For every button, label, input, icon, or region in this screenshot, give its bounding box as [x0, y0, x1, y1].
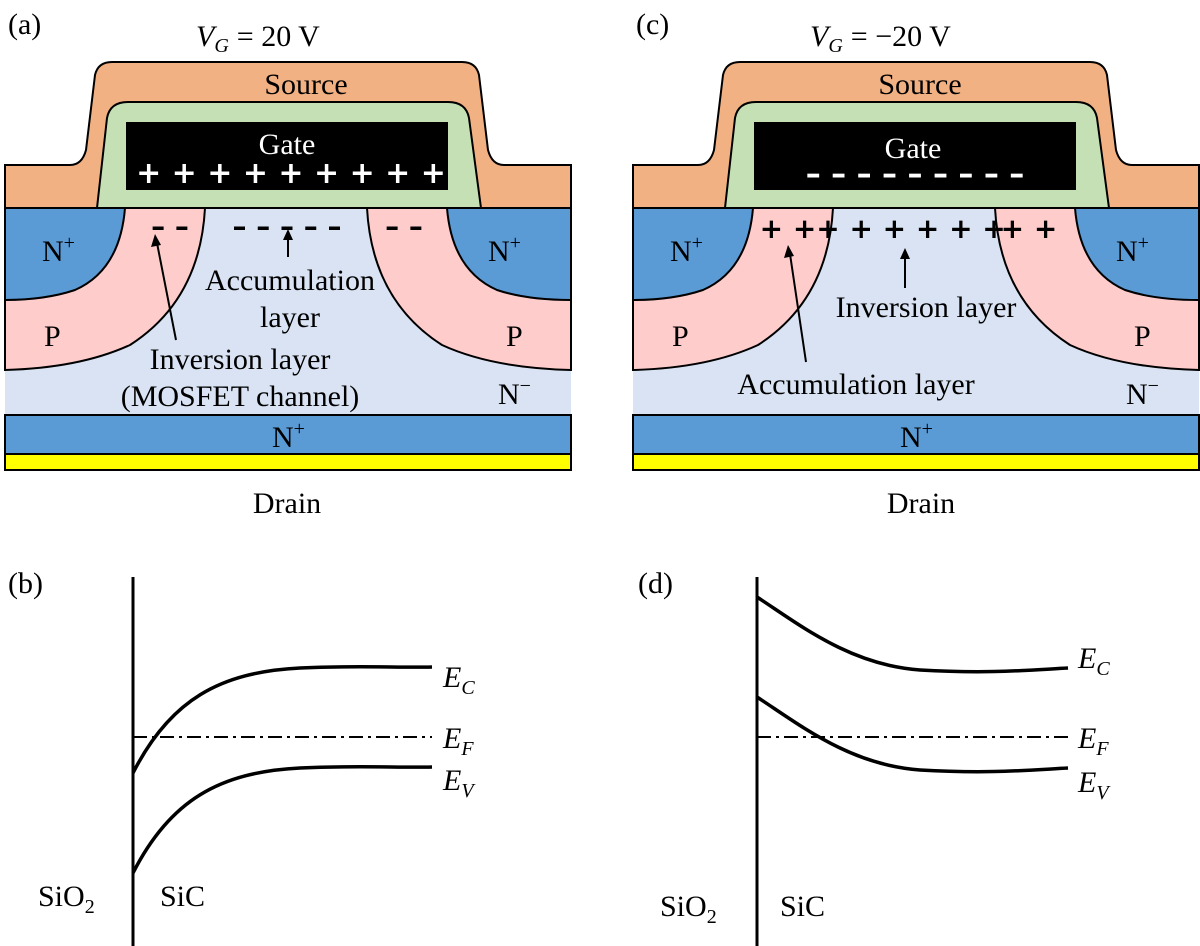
panel-b-conduction-band — [131, 664, 433, 774]
panel-c-gate-charge: – – – – – – – – – — [806, 157, 1025, 192]
panel-a-substrate — [4, 414, 572, 455]
panel-a-source-label: Source — [264, 68, 347, 101]
panel-d-conduction-band — [756, 595, 1069, 674]
panel-a-charge-right: – – — [385, 210, 423, 243]
panel-a-gate-charge: + + + + + + + + + — [136, 156, 446, 191]
panel-a-drain-metal — [4, 453, 572, 471]
panel-c-charge-right: + + — [1001, 212, 1058, 245]
panel-c-gate-voltage: VG= −20 V — [810, 20, 951, 57]
panel-c-accumulation-label: Accumulation layer — [737, 368, 974, 401]
panel-a-gate-voltage: VG= 20 V — [196, 20, 320, 57]
panel-a-accumulation-label-2: layer — [260, 301, 320, 334]
panel-d-band-diagram: (d) EC EF EV SiO2 SiC — [638, 567, 1111, 946]
panel-b-semiconductor-label: SiC — [160, 880, 205, 913]
panel-c-drain-metal — [632, 453, 1200, 471]
panel-c-gate-label: Gate — [885, 132, 942, 165]
panel-c-nplus-right-label: N+ — [1116, 232, 1149, 268]
panel-a-drain-label: Drain — [253, 487, 321, 520]
panel-c-tag: (c) — [636, 8, 669, 41]
panel-d-ev-label: EV — [1077, 766, 1111, 804]
panel-c-nplus-left — [632, 207, 755, 302]
panel-c-arrow-accumulation — [789, 253, 807, 363]
panel-a-nplus-right-label: N+ — [488, 232, 521, 268]
panel-c-substrate — [632, 414, 1200, 455]
panel-c-inversion-label: Inversion layer — [836, 291, 1017, 324]
panel-d-ec-label: EC — [1077, 642, 1110, 680]
panel-c-charge-mid: + + + + + + — [816, 212, 1006, 245]
panel-c-nplus-left-label: N+ — [670, 232, 703, 268]
panel-c-source-label: Source — [878, 68, 961, 101]
panel-a-p-right-label: P — [506, 320, 523, 353]
panel-a-arrow-inversion — [156, 242, 177, 341]
panel-a-charge-left: – – — [151, 210, 189, 243]
panel-c-charge-left: + + — [760, 212, 817, 245]
panel-c-device: (c) VG= −20 V Source Gate – – – – – – – … — [632, 8, 1200, 520]
panel-a-inversion-label-2: (MOSFET channel) — [121, 380, 360, 413]
panel-a-gate-electrode — [126, 122, 448, 190]
panel-b-ef-label: EF — [442, 722, 474, 760]
panel-d-valence-band — [756, 695, 1069, 774]
panel-d-tag: (d) — [638, 567, 673, 600]
panel-b-ev-label: EV — [442, 764, 476, 802]
panel-d-semiconductor-label: SiC — [780, 890, 825, 923]
panel-a-tag: (a) — [8, 8, 41, 41]
panel-a-inversion-label: Inversion layer — [150, 343, 331, 376]
panel-a-p-left-label: P — [44, 320, 61, 353]
panel-a-nminus-label: N− — [498, 375, 531, 411]
panel-b-valence-band — [131, 764, 433, 874]
panel-a-accumulation-label: Accumulation — [205, 264, 375, 297]
panel-a-device: (a) VG= 20 V Source Gate + + + + + + + +… — [4, 8, 572, 520]
panel-c-drain-label: Drain — [887, 487, 955, 520]
panel-b-band-diagram: (b) EC EF EV SiO2 SiC — [8, 567, 476, 946]
panel-c-nminus-label: N− — [1126, 375, 1159, 411]
panel-b-oxide-label: SiO2 — [38, 880, 95, 918]
panel-b-tag: (b) — [8, 567, 43, 600]
panel-a-nplus-left-label: N+ — [42, 232, 75, 268]
panel-d-oxide-label: SiO2 — [660, 890, 717, 928]
panel-c-nplus-right — [1073, 207, 1200, 302]
panel-b-ec-label: EC — [442, 661, 475, 699]
panel-c-gate-electrode — [754, 122, 1076, 190]
panel-a-substrate-label: N+ — [272, 418, 305, 454]
panel-d-ef-label: EF — [1077, 722, 1109, 760]
panel-c-p-right-label: P — [1134, 320, 1151, 353]
panel-c-substrate-label: N+ — [900, 418, 933, 454]
panel-a-nplus-right — [445, 207, 572, 302]
panel-a-nplus-left — [4, 207, 127, 302]
panel-a-gate-label: Gate — [259, 128, 316, 161]
panel-c-p-left-label: P — [672, 320, 689, 353]
